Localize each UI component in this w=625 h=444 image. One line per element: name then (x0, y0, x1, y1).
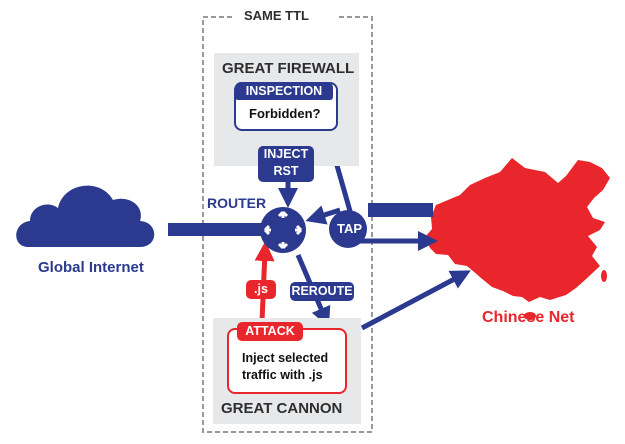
great-firewall-label: GREAT FIREWALL (222, 60, 355, 77)
reroute-tag: REROUTE (290, 282, 354, 301)
inspection-tag: INSPECTION (235, 82, 333, 100)
inject-rst-line1: INJECT (263, 147, 309, 161)
js-tag: .js (246, 280, 276, 299)
attack-tag: ATTACK (237, 322, 303, 341)
inject-rst-tag: INJECT RST (258, 146, 314, 182)
chinese-net-label: Chinese Net (482, 309, 575, 326)
inject-rst-line2: RST (273, 164, 299, 178)
internet-link (168, 223, 265, 236)
same-ttl-boundary (202, 16, 373, 433)
great-cannon-label: GREAT CANNON (221, 400, 343, 417)
router-icon (260, 207, 306, 253)
tap-label: TAP (337, 221, 363, 236)
tap-node (329, 210, 367, 248)
china-link (368, 203, 433, 217)
attack-desc-line2: traffic with .js (242, 368, 323, 382)
arrow-cannon-to-china (360, 270, 471, 331)
cloud-icon (16, 185, 155, 247)
china-map-icon (425, 158, 610, 302)
forbidden-text: Forbidden? (249, 106, 321, 121)
global-internet-label: Global Internet (38, 259, 144, 276)
arrow-china-to-router (305, 205, 341, 225)
same-ttl-label: SAME TTL (240, 8, 313, 23)
attack-desc-line1: Inject selected (242, 351, 329, 365)
router-label: ROUTER (207, 195, 267, 211)
